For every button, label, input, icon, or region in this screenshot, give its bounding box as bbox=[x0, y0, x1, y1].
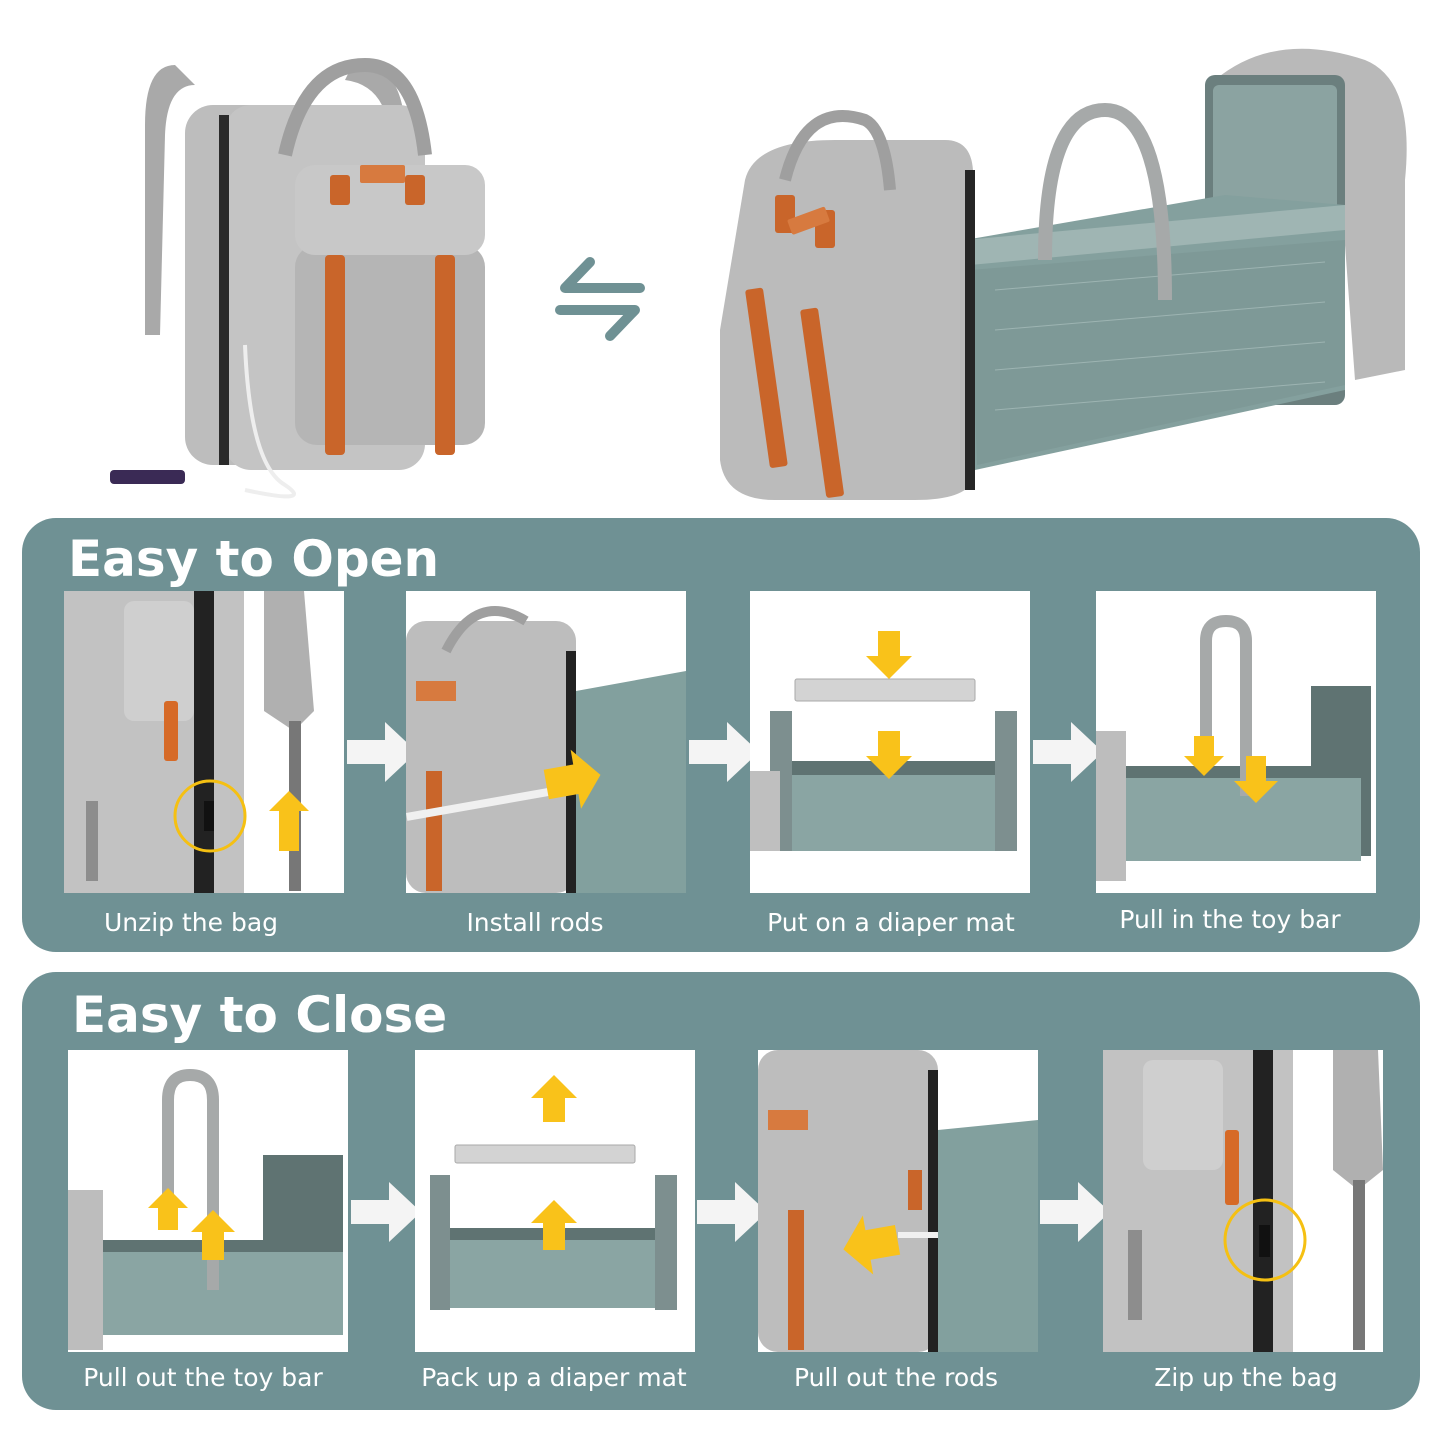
down-arrow-icon bbox=[866, 631, 912, 679]
down-arrow-icon bbox=[866, 731, 912, 779]
down-arrow-icon bbox=[1234, 756, 1278, 803]
up-arrow-icon bbox=[531, 1075, 577, 1122]
next-step-arrow-icon bbox=[1040, 1182, 1110, 1242]
next-step-arrow-icon bbox=[689, 722, 759, 782]
next-step-arrow-icon bbox=[1033, 722, 1103, 782]
up-arrow-icon bbox=[531, 1200, 577, 1250]
close-section-title: Easy to Close bbox=[72, 986, 448, 1044]
backpack-closed-image bbox=[110, 57, 485, 499]
open-step-3-image bbox=[750, 591, 1030, 893]
close-step-3-image bbox=[758, 1050, 1038, 1352]
close-step-1-image bbox=[68, 1050, 348, 1352]
close-step-4-image bbox=[1103, 1050, 1383, 1352]
swap-arrows-icon bbox=[555, 257, 645, 341]
open-step-1-caption: Unzip the bag bbox=[103, 908, 279, 937]
down-arrow-icon bbox=[1184, 736, 1224, 776]
open-section-title: Easy to Open bbox=[68, 530, 440, 588]
close-step-1-caption: Pull out the toy bar bbox=[83, 1363, 323, 1392]
close-step-2-caption: Pack up a diaper mat bbox=[421, 1363, 687, 1392]
next-step-arrow-icon bbox=[347, 722, 417, 782]
backpack-open-image bbox=[720, 48, 1407, 500]
open-step-2-caption: Install rods bbox=[466, 908, 604, 937]
next-step-arrow-icon bbox=[697, 1182, 767, 1242]
open-step-4-image bbox=[1096, 591, 1376, 893]
right-arrow-icon bbox=[543, 749, 601, 809]
up-arrow-icon bbox=[269, 791, 309, 851]
open-step-3-caption: Put on a diaper mat bbox=[767, 908, 1015, 937]
open-step-2-image bbox=[406, 591, 686, 893]
left-arrow-icon bbox=[843, 1215, 901, 1275]
close-step-4-caption: Zip up the bag bbox=[1154, 1363, 1338, 1392]
open-step-4-caption: Pull in the toy bar bbox=[1119, 905, 1341, 934]
open-step-1-image bbox=[64, 591, 344, 893]
up-arrow-icon bbox=[191, 1210, 235, 1260]
up-arrow-icon bbox=[148, 1188, 188, 1230]
next-step-arrow-icon bbox=[351, 1182, 421, 1242]
close-step-2-image bbox=[415, 1050, 695, 1352]
close-step-3-caption: Pull out the rods bbox=[793, 1363, 999, 1392]
